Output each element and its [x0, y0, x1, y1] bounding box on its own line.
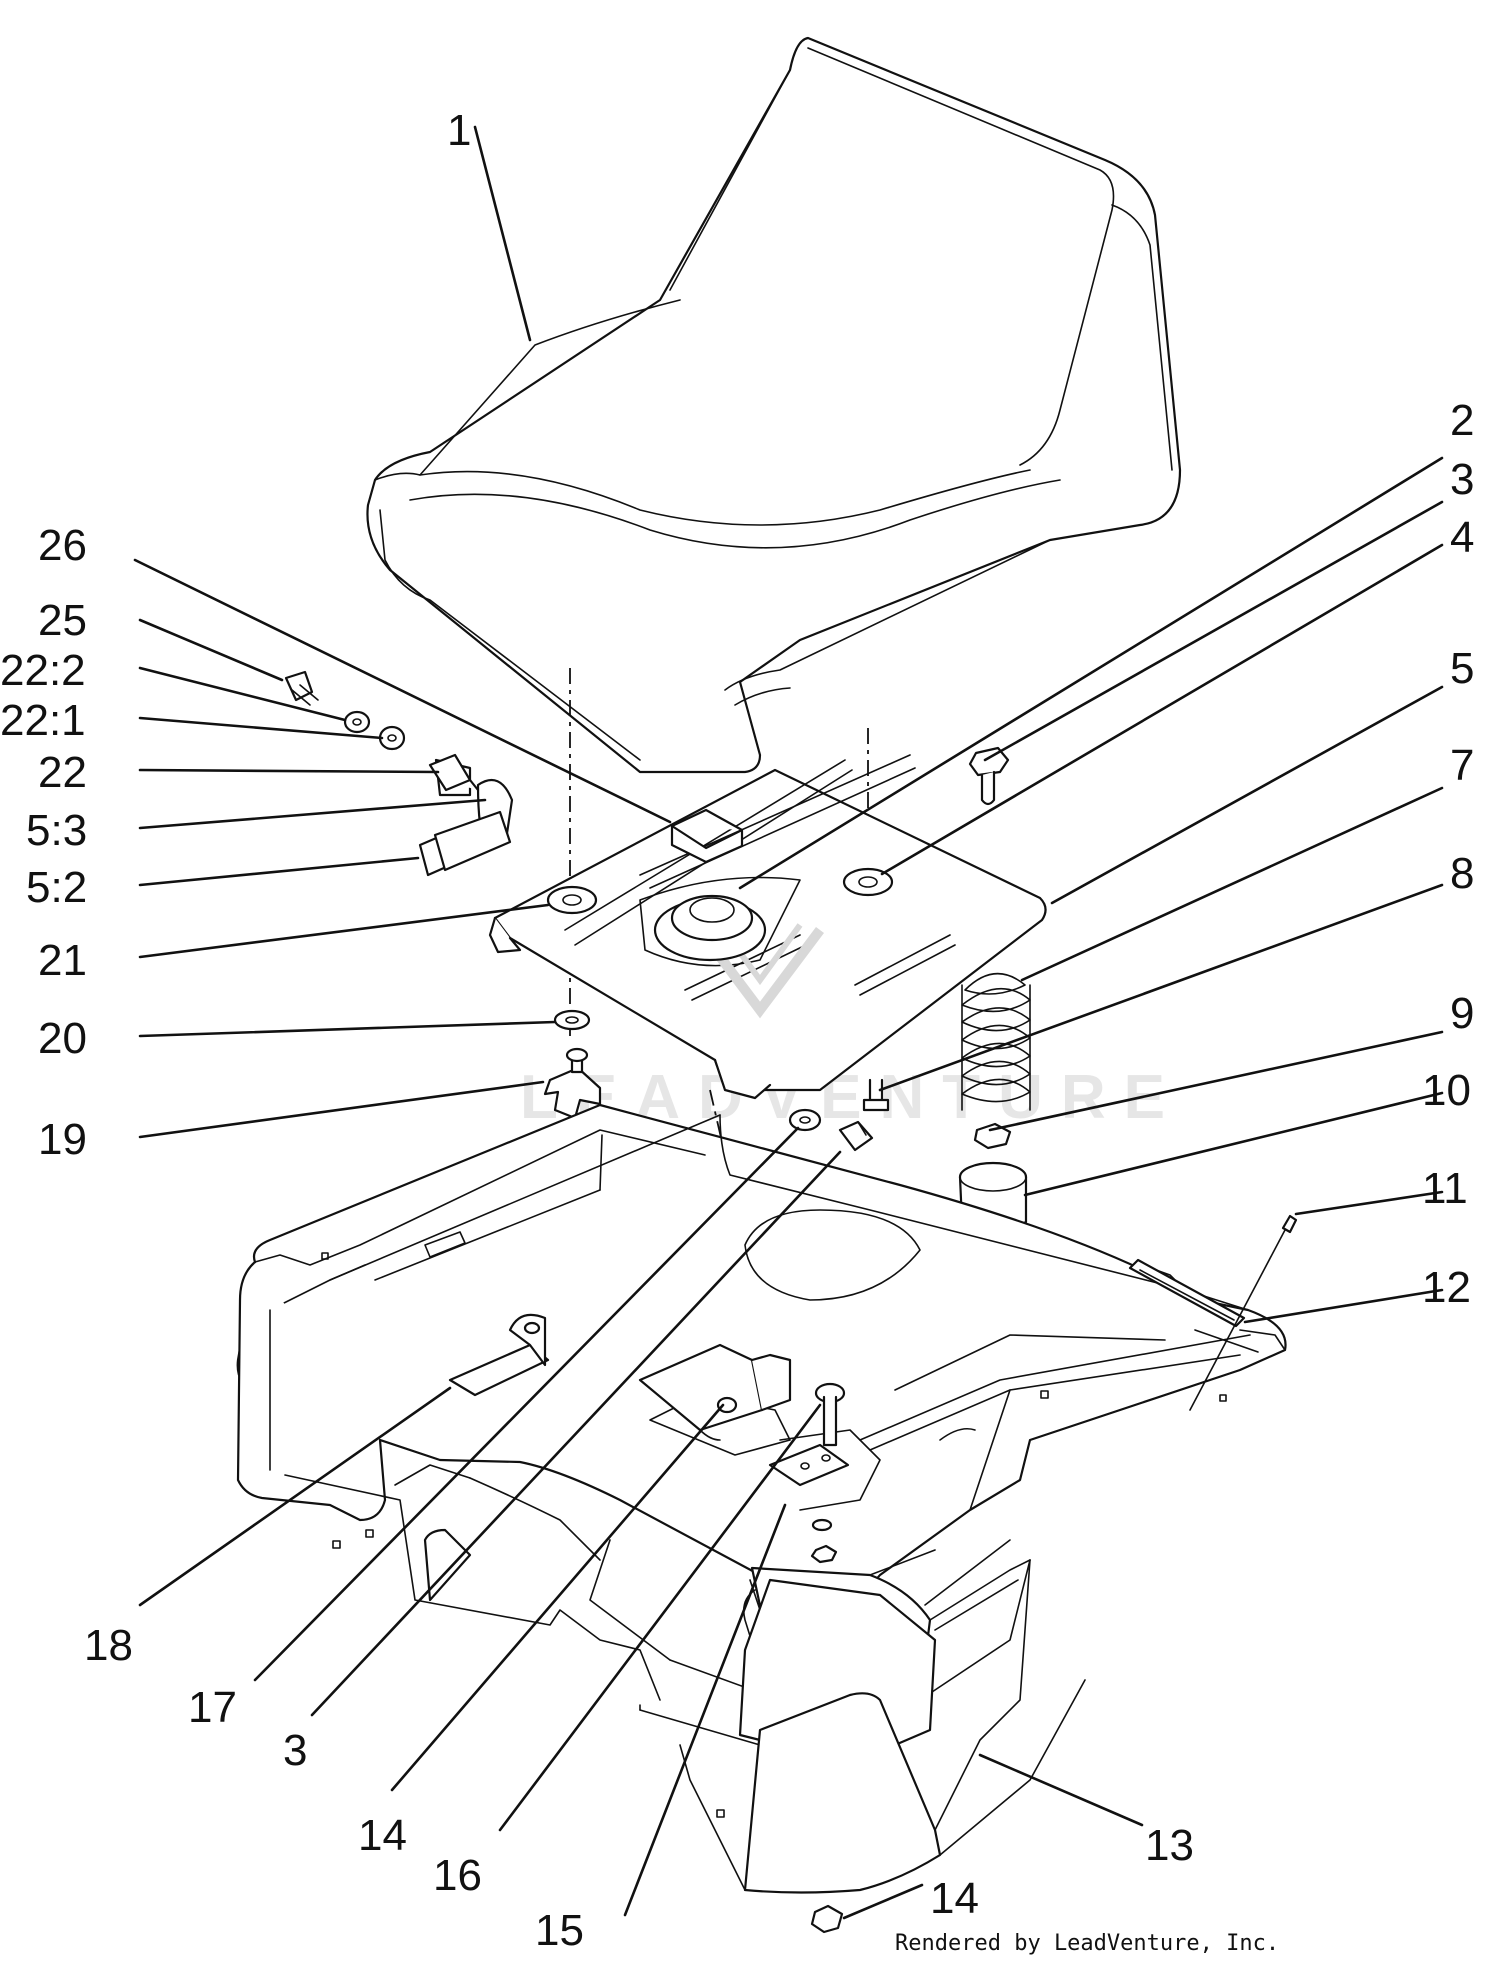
clip-part [1281, 1214, 1298, 1234]
nut-part [973, 1122, 1012, 1150]
bolt-part [968, 746, 1010, 806]
bracket-part [448, 1313, 550, 1397]
callout-21: 21 [38, 936, 87, 985]
callout-16: 16 [433, 1851, 482, 1900]
spring-part [961, 972, 1031, 1111]
decal-strip-part [1139, 1269, 1235, 1321]
callout-5-3: 5:3 [26, 806, 87, 855]
callout-15: 15 [535, 1906, 584, 1955]
callout-18: 18 [84, 1621, 133, 1670]
callout-5-2: 5:2 [26, 863, 87, 912]
callout-14: 14 [358, 1811, 407, 1860]
callout-22-2: 22:2 [0, 646, 86, 695]
callout-26: 26 [38, 521, 87, 570]
callout-1: 1 [447, 106, 471, 155]
callout-3: 3 [1450, 455, 1474, 504]
nut-part [810, 1544, 838, 1564]
frame-part [934, 1559, 1031, 1831]
callout-4: 4 [1450, 513, 1474, 562]
frame-part [939, 1679, 1086, 1856]
callout-7: 7 [1450, 741, 1474, 790]
pad-part [670, 808, 744, 864]
callout-12: 12 [1422, 1263, 1471, 1312]
pivot-bushing-part [653, 894, 767, 962]
callout-22-1: 22:1 [0, 696, 86, 745]
frame-part [743, 1692, 942, 1894]
washer-part [811, 1518, 833, 1532]
callout-20: 20 [38, 1014, 87, 1063]
knob-part [543, 1047, 602, 1120]
clip-line [1189, 1229, 1286, 1411]
callout-3-lower: 3 [283, 1726, 307, 1775]
bolt-part [862, 1078, 890, 1112]
callout-25: 25 [38, 596, 87, 645]
callout-10: 10 [1422, 1066, 1471, 1115]
rear-bracket-part [638, 1343, 850, 1487]
seat-switch-assembly [284, 670, 514, 877]
callout-9: 9 [1450, 989, 1474, 1038]
callout-13: 13 [1145, 1821, 1194, 1870]
nut-part [810, 1904, 844, 1934]
frame-side-panel [236, 1260, 937, 1762]
render-credit: Rendered by LeadVenture, Inc. [895, 1931, 1279, 1956]
callout-22: 22 [38, 748, 87, 797]
frame-part [679, 1744, 746, 1891]
washer-part [553, 1009, 591, 1031]
washer-part [546, 885, 598, 915]
callout-5: 5 [1450, 644, 1474, 693]
callout-11: 11 [1422, 1164, 1468, 1213]
seat-part [366, 36, 1182, 774]
bolt-part [814, 1382, 846, 1447]
callout-labels: 1 2 3 4 5 7 8 9 10 11 12 13 14 14 15 16 … [0, 106, 1474, 1955]
callout-19: 19 [38, 1115, 87, 1164]
bolt-part [838, 1120, 874, 1152]
leader-lines [133, 125, 1444, 1920]
callout-8: 8 [1450, 849, 1474, 898]
washer-part [842, 867, 894, 897]
callout-17: 17 [188, 1683, 237, 1732]
callout-2: 2 [1450, 396, 1474, 445]
washer-part [788, 1108, 822, 1132]
seat-plate-part [488, 754, 1047, 1100]
callout-14-bottom: 14 [930, 1874, 979, 1923]
